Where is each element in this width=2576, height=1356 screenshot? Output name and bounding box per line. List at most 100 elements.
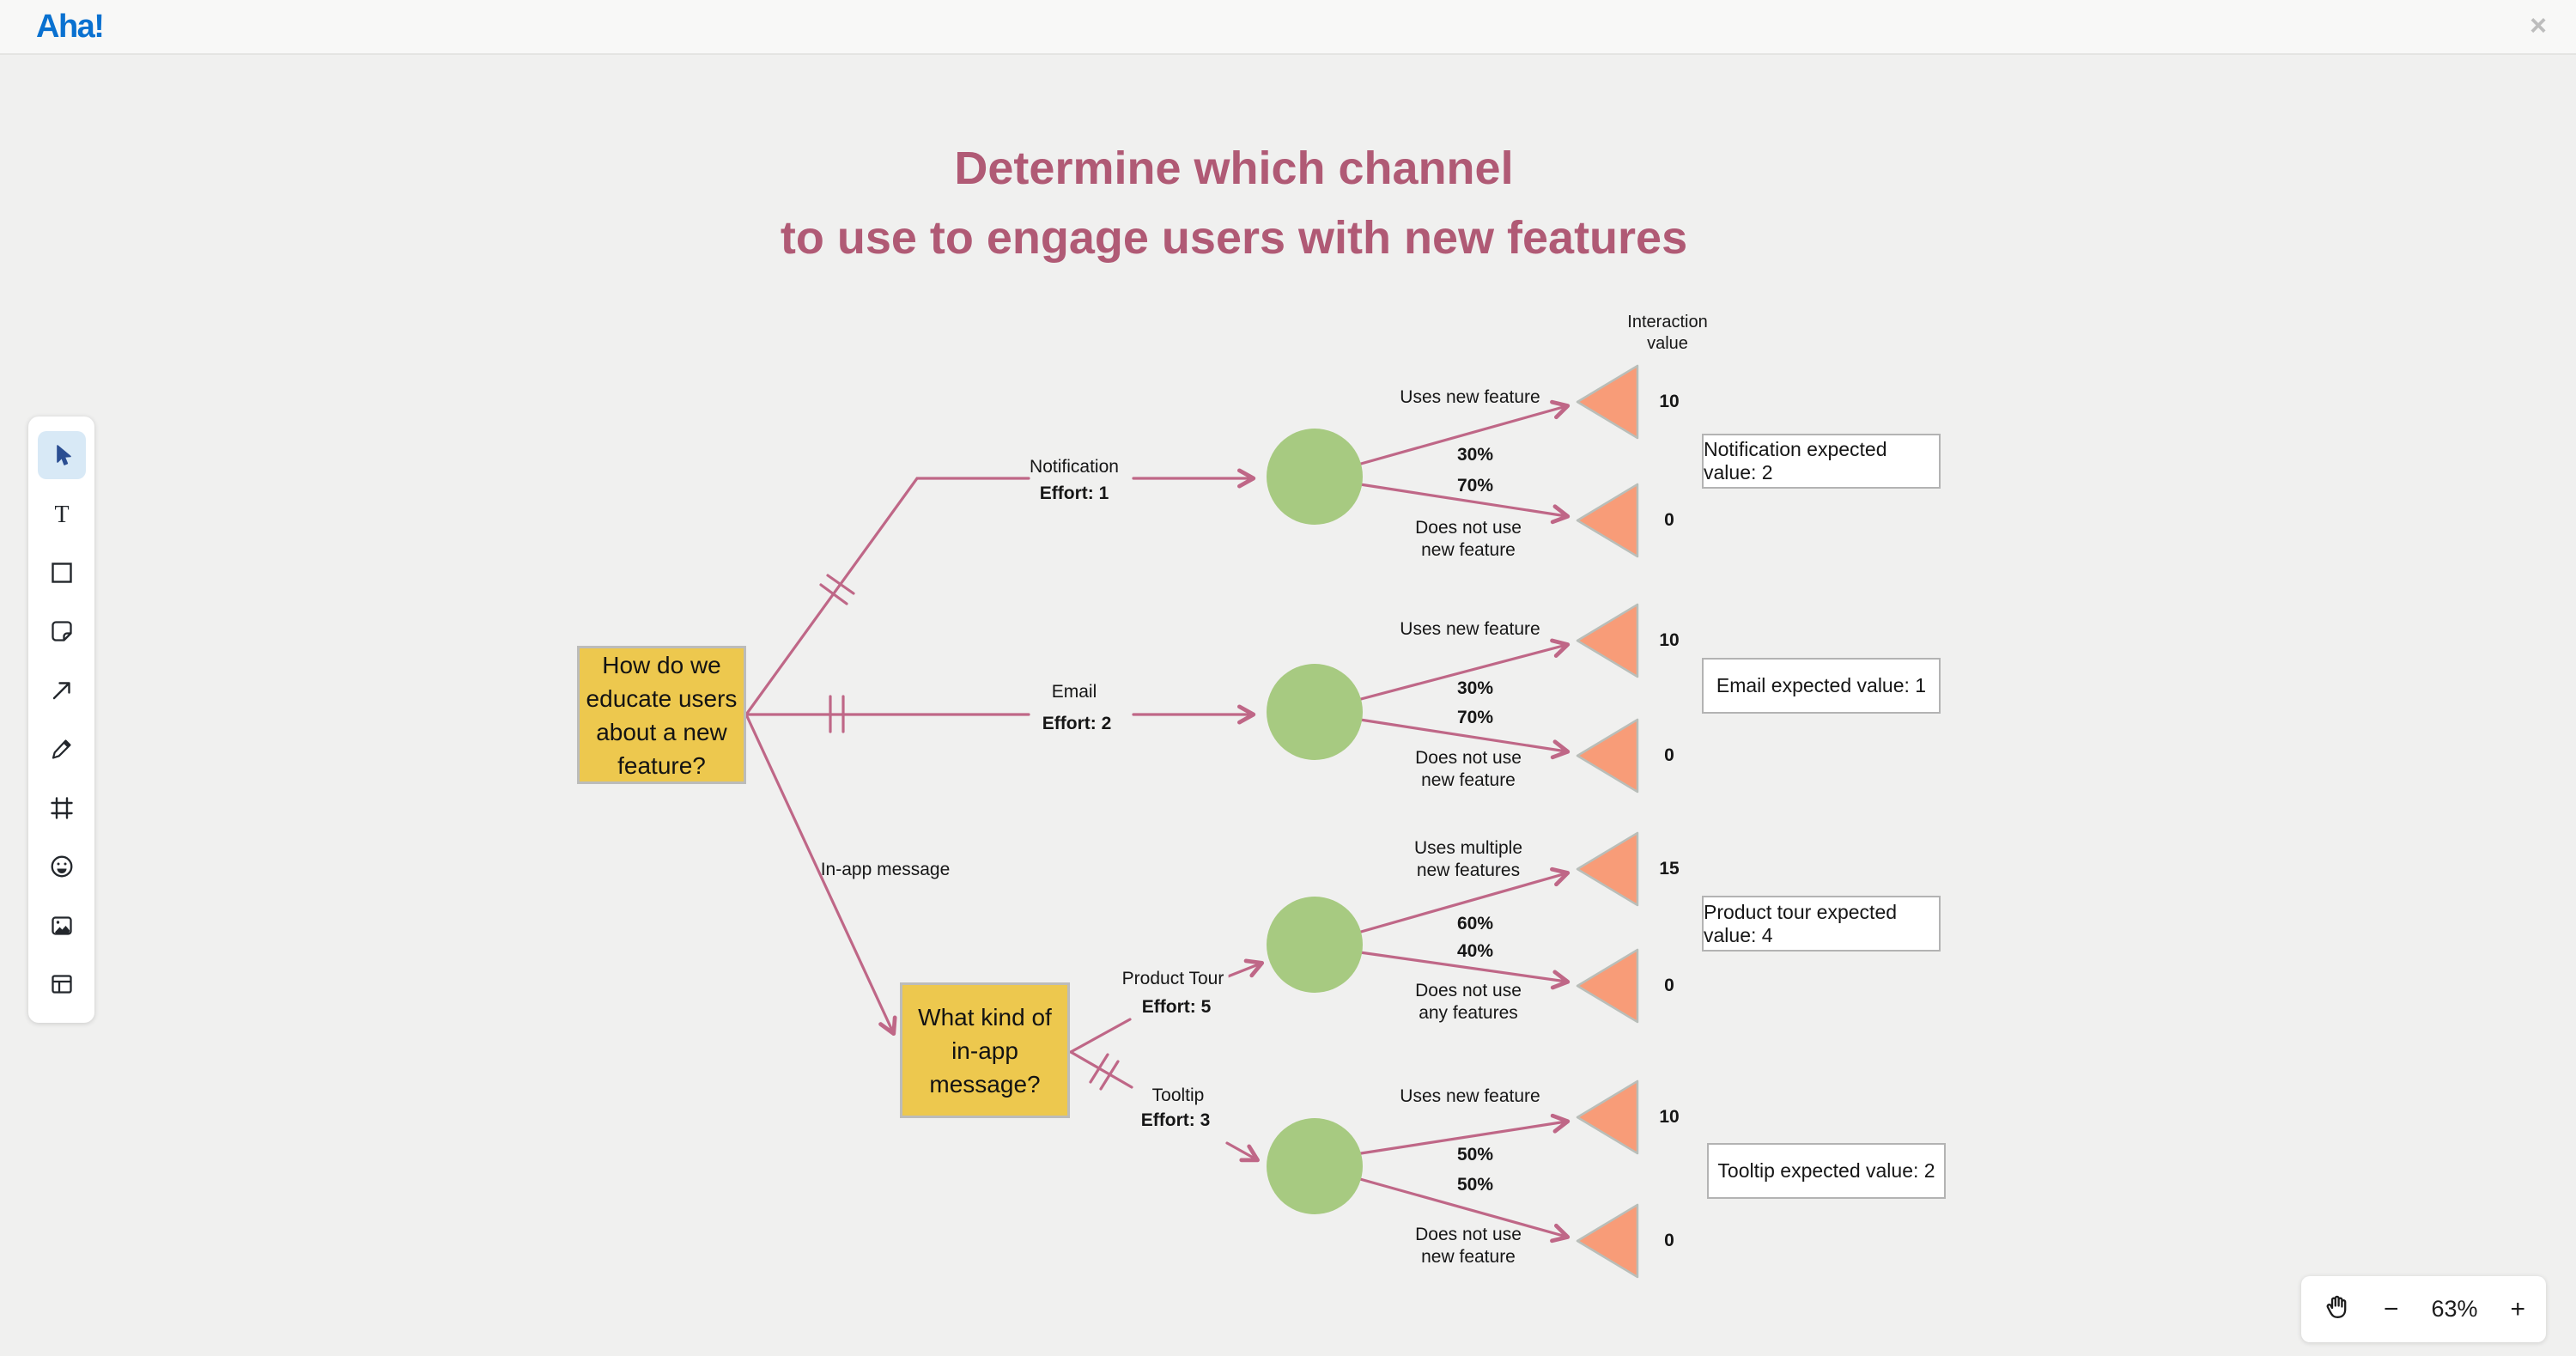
decision-node-root[interactable]: How do we educate users about a new feat… xyxy=(577,646,746,784)
end-node[interactable] xyxy=(1576,948,1639,1024)
interaction-value[interactable]: 10 xyxy=(1659,1107,1680,1127)
outcome-label-line2: new feature xyxy=(1421,770,1516,790)
probability-label[interactable]: 30% xyxy=(1456,678,1494,698)
zoom-level[interactable]: 63% xyxy=(2431,1296,2478,1322)
interaction-value[interactable]: 0 xyxy=(1664,510,1674,530)
probability-label[interactable]: 40% xyxy=(1456,941,1494,961)
arrow-icon xyxy=(49,678,75,703)
probability-label[interactable]: 70% xyxy=(1456,476,1494,496)
svg-text:T: T xyxy=(54,502,69,526)
interaction-value[interactable]: 0 xyxy=(1664,1231,1674,1250)
probability-label[interactable]: 30% xyxy=(1456,445,1494,465)
shape-tool-button[interactable] xyxy=(38,549,86,597)
page-title[interactable]: Determine which channel to use to engage… xyxy=(781,134,1687,273)
image-tool-button[interactable] xyxy=(38,902,86,950)
outcome-label[interactable]: Does not use new feature xyxy=(1415,517,1522,562)
expected-value-notification[interactable]: Notification expected value: 2 xyxy=(1702,434,1941,489)
interaction-value[interactable]: 10 xyxy=(1659,392,1680,411)
branch-effort-email[interactable]: Effort: 2 xyxy=(1042,714,1112,733)
probability-label[interactable]: 50% xyxy=(1456,1175,1494,1195)
chance-nodes[interactable] xyxy=(1267,429,1363,1214)
outcome-label[interactable]: Does not use new feature xyxy=(1415,1224,1522,1268)
connector-tool-button[interactable] xyxy=(38,666,86,714)
probability-label[interactable]: 70% xyxy=(1456,708,1494,727)
rejected-tick xyxy=(826,574,855,595)
end-node[interactable] xyxy=(1576,1203,1639,1279)
expected-value-product-tour[interactable]: Product tour expected value: 4 xyxy=(1702,896,1941,952)
outcome-label-line2: new feature xyxy=(1421,540,1516,560)
interaction-value[interactable]: 10 xyxy=(1659,630,1680,650)
decision-node-inapp[interactable]: What kind of in-app message? xyxy=(900,982,1070,1118)
whiteboard-toolbar: T xyxy=(28,417,94,1023)
outcome-label[interactable]: Does not use any features xyxy=(1415,980,1522,1025)
outcome-label[interactable]: Uses new feature xyxy=(1400,1086,1540,1106)
end-node[interactable] xyxy=(1576,364,1639,440)
text-tool-button[interactable]: T xyxy=(38,489,86,538)
select-tool-button[interactable] xyxy=(37,430,86,479)
chance-node-email[interactable] xyxy=(1267,664,1363,760)
end-node[interactable] xyxy=(1576,718,1639,794)
interaction-value[interactable]: 0 xyxy=(1664,745,1674,765)
text-icon: T xyxy=(49,501,75,526)
end-node[interactable] xyxy=(1576,603,1639,678)
smiley-icon xyxy=(49,854,75,879)
branch-label-email[interactable]: Email xyxy=(1051,682,1097,702)
pen-tool-button[interactable] xyxy=(38,725,86,773)
outcome-label[interactable]: Does not use new feature xyxy=(1415,747,1522,792)
layout-tool-button[interactable] xyxy=(38,960,86,1008)
branch-label-inapp[interactable]: In-app message xyxy=(820,860,951,879)
pan-tool-button[interactable] xyxy=(2322,1292,2351,1327)
close-icon[interactable]: × xyxy=(2530,9,2547,42)
expected-value-tooltip[interactable]: Tooltip expected value: 2 xyxy=(1707,1143,1946,1199)
expected-value-email[interactable]: Email expected value: 1 xyxy=(1702,658,1941,714)
rejected-tick xyxy=(819,583,848,605)
branch-lines[interactable] xyxy=(744,399,1571,1244)
outcome-label-line2: new features xyxy=(1416,860,1521,880)
end-node[interactable] xyxy=(1576,831,1639,907)
zoom-controls: − 63% + xyxy=(2301,1276,2546,1342)
end-node[interactable] xyxy=(1576,483,1639,558)
aha-logo[interactable]: Aha! xyxy=(36,9,105,45)
outcome-label-line2: new feature xyxy=(1421,1247,1516,1267)
frame-tool-button[interactable] xyxy=(38,784,86,832)
image-icon xyxy=(49,913,75,939)
interaction-value[interactable]: 0 xyxy=(1664,976,1674,995)
title-line-2: to use to engage users with new features xyxy=(780,212,1688,264)
emoji-tool-button[interactable] xyxy=(38,842,86,891)
end-node[interactable] xyxy=(1576,1079,1639,1155)
outcome-label[interactable]: Uses new feature xyxy=(1400,387,1540,407)
sticky-note-icon xyxy=(49,618,75,644)
end-nodes[interactable] xyxy=(1576,364,1639,1279)
outcome-label[interactable]: Uses new feature xyxy=(1400,619,1540,639)
chance-node-notification[interactable] xyxy=(1267,429,1363,525)
zoom-out-button[interactable]: − xyxy=(2383,1294,2399,1323)
outcome-label-line1: Does not use xyxy=(1415,981,1522,1000)
chance-node-tooltip[interactable] xyxy=(1267,1118,1363,1214)
probability-label[interactable]: 50% xyxy=(1456,1145,1494,1164)
branch-effort-notification[interactable]: Effort: 1 xyxy=(1039,483,1109,503)
interaction-value-header-line2: value xyxy=(1647,334,1688,353)
outcome-label-line1: Does not use xyxy=(1415,518,1522,538)
probability-label[interactable]: 60% xyxy=(1456,914,1494,933)
zoom-in-button[interactable]: + xyxy=(2510,1294,2525,1323)
outcome-label-line1: Uses multiple xyxy=(1413,838,1523,858)
branch-label-tooltip[interactable]: Tooltip xyxy=(1147,1085,1209,1107)
chance-node-product-tour[interactable] xyxy=(1267,897,1363,993)
top-bar: Aha! × xyxy=(0,0,2576,55)
branch-effort-product-tour[interactable]: Effort: 5 xyxy=(1137,996,1216,1019)
outcome-label-line2: any features xyxy=(1419,1003,1518,1023)
cursor-icon xyxy=(49,442,75,468)
outcome-label[interactable]: Uses multiple new features xyxy=(1414,837,1522,882)
sticky-note-tool-button[interactable] xyxy=(38,607,86,655)
outcome-label-line1: Does not use xyxy=(1415,1225,1522,1244)
branch-label-notification[interactable]: Notification xyxy=(1030,457,1119,477)
branch-label-product-tour[interactable]: Product Tour xyxy=(1117,968,1229,990)
title-line-1: Determine which channel xyxy=(954,143,1514,194)
interaction-value-header[interactable]: Interaction value xyxy=(1627,312,1707,355)
pencil-icon xyxy=(49,736,75,762)
branch-effort-tooltip[interactable]: Effort: 3 xyxy=(1136,1110,1215,1132)
interaction-value[interactable]: 15 xyxy=(1659,859,1680,879)
interaction-value-header-line1: Interaction xyxy=(1627,313,1708,331)
rejected-tick xyxy=(1099,1060,1120,1091)
